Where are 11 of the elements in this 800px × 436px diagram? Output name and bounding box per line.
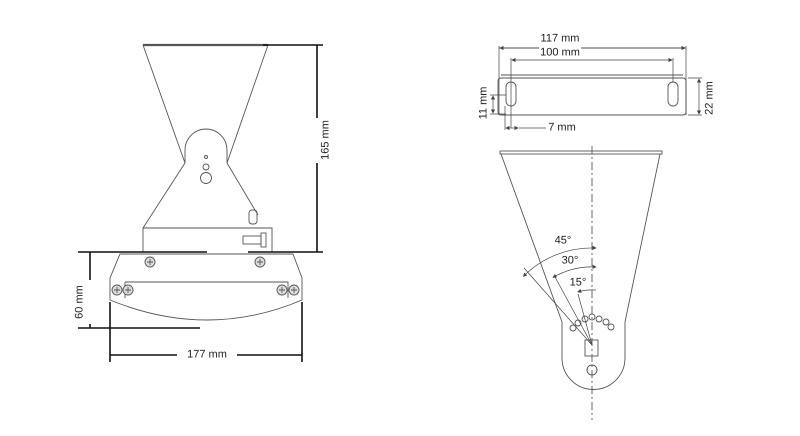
angle-label: 30° (560, 256, 580, 266)
dimension-label: 177 mm (186, 350, 228, 360)
angle-label: 15° (568, 278, 588, 288)
angle-label: 45° (554, 236, 572, 246)
dimension-label: 60 mm (74, 284, 86, 320)
dimension-label: 165 mm (320, 119, 332, 161)
dimension-label: 100 mm (539, 48, 581, 58)
dimension-label: 22 mm (704, 80, 716, 116)
dimension-label: 11 mm (478, 86, 490, 120)
dimension-label: 117 mm (540, 34, 580, 44)
dimension-label: 7 mm (547, 122, 577, 134)
